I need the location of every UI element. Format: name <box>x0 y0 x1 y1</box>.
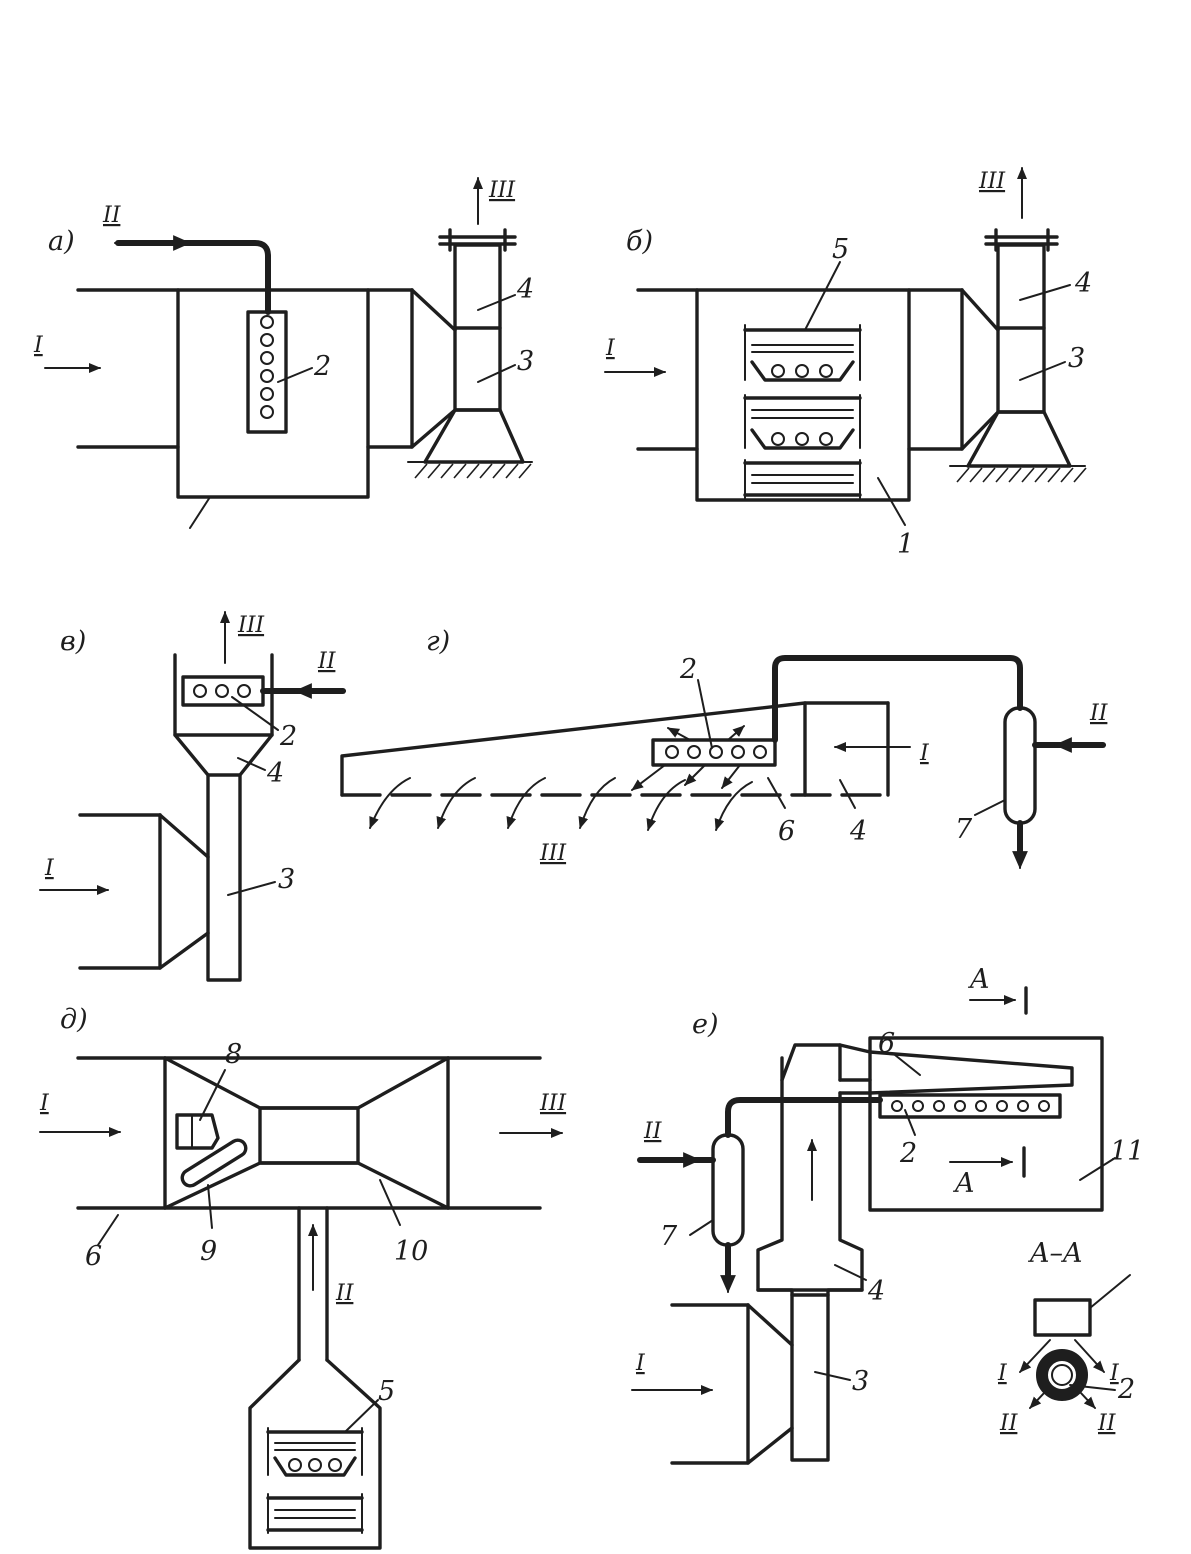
callout-3: 3 <box>852 1366 869 1397</box>
callout-3: 3 <box>517 346 534 377</box>
nozzle-manifold <box>651 738 777 767</box>
section-mark-bottom: A <box>952 1168 975 1199</box>
chamber-11 <box>868 1036 1104 1212</box>
stream-II-label: II <box>317 649 337 674</box>
burner-tray <box>743 459 862 499</box>
panel-d-label: д) <box>60 1004 88 1035</box>
burner-tray <box>266 1493 364 1534</box>
stream-III-label: III <box>539 1091 567 1116</box>
stream-I-label: I <box>919 741 930 766</box>
callout-7: 7 <box>660 1221 678 1252</box>
stream-I-label: I <box>605 336 616 361</box>
callout-4: 4 <box>1074 268 1092 299</box>
callout-9: 9 <box>200 1236 217 1267</box>
chamber-1 <box>176 288 370 499</box>
section-II-right: II <box>1097 1411 1117 1436</box>
burner-tray <box>266 1427 364 1477</box>
section-I-right: I <box>1109 1361 1120 1386</box>
callout-10: 10 <box>394 1236 428 1267</box>
callout-8: 8 <box>225 1039 242 1070</box>
callout-6: 6 <box>85 1241 102 1272</box>
callout-1: 1 <box>897 529 914 560</box>
stream-II-label: II <box>335 1281 355 1306</box>
heat-exchanger-7 <box>711 1133 745 1247</box>
callout-4: 4 <box>849 816 867 847</box>
stream-I-label: I <box>44 856 55 881</box>
panel-b-label: б) <box>626 226 653 257</box>
callout-2: 2 <box>899 1138 917 1169</box>
callout-2: 2 <box>679 654 697 685</box>
stream-I-label: I <box>635 1351 646 1376</box>
callout-2: 2 <box>279 721 297 752</box>
panel-d: д) II <box>39 1004 567 1550</box>
panel-a: a) II I III 2 <box>33 177 534 529</box>
callout-4: 4 <box>867 1276 885 1307</box>
callout-7: 7 <box>955 814 973 845</box>
stream-I-label: I <box>33 333 44 358</box>
stream-III-label: III <box>488 178 516 203</box>
callout-6: 6 <box>878 1028 895 1059</box>
callout-5: 5 <box>832 234 849 265</box>
section-block <box>1033 1298 1092 1337</box>
panel-e-label: е) <box>692 1009 719 1040</box>
callout-5: 5 <box>378 1376 395 1407</box>
panel-a-label: a) <box>48 226 75 257</box>
fuel-line <box>115 240 271 315</box>
burner-tray <box>743 394 862 450</box>
callout-2: 2 <box>313 351 331 382</box>
fuel-line <box>725 1097 883 1138</box>
heat-exchanger-7 <box>1003 706 1037 825</box>
stream-III-label: III <box>539 841 567 866</box>
chamber-1 <box>695 288 911 502</box>
stream-II-label: II <box>102 203 122 228</box>
section-I-left: I <box>997 1361 1008 1386</box>
stream-III-label: III <box>237 613 265 638</box>
fuel-line <box>772 655 1023 743</box>
mixer-chamber <box>258 1106 360 1165</box>
callout-3: 3 <box>278 864 295 895</box>
callout-6: 6 <box>778 816 795 847</box>
panel-g-label: г) <box>426 626 450 657</box>
callout-4: 4 <box>266 758 284 789</box>
section-II-left: II <box>999 1411 1019 1436</box>
panel-v-label: в) <box>60 626 86 657</box>
callout-4: 4 <box>516 274 534 305</box>
nozzle-manifold <box>878 1093 1062 1119</box>
stream-II-label: II <box>643 1119 663 1144</box>
panel-v: в) III II I 2 4 3 <box>39 611 346 982</box>
panel-g: г) II I III 2 6 4 <box>340 626 1109 870</box>
stream-I-label: I <box>39 1091 50 1116</box>
callout-3: 3 <box>1068 343 1085 374</box>
burner-8 <box>175 1113 220 1150</box>
callout-11: 11 <box>1110 1136 1144 1167</box>
section-title: A–A <box>1027 1238 1083 1269</box>
panel-b: б) <box>604 167 1092 560</box>
heater-9 <box>180 1138 248 1188</box>
stream-II-label: II <box>1089 701 1109 726</box>
section-manifold <box>1036 1349 1088 1401</box>
panel-e: е) II I A A 6 <box>631 964 1144 1465</box>
burner-tray <box>743 324 862 382</box>
callout-2: 2 <box>1117 1374 1135 1405</box>
section-mark-top: A <box>967 964 990 995</box>
stream-III-label: III <box>978 169 1006 194</box>
